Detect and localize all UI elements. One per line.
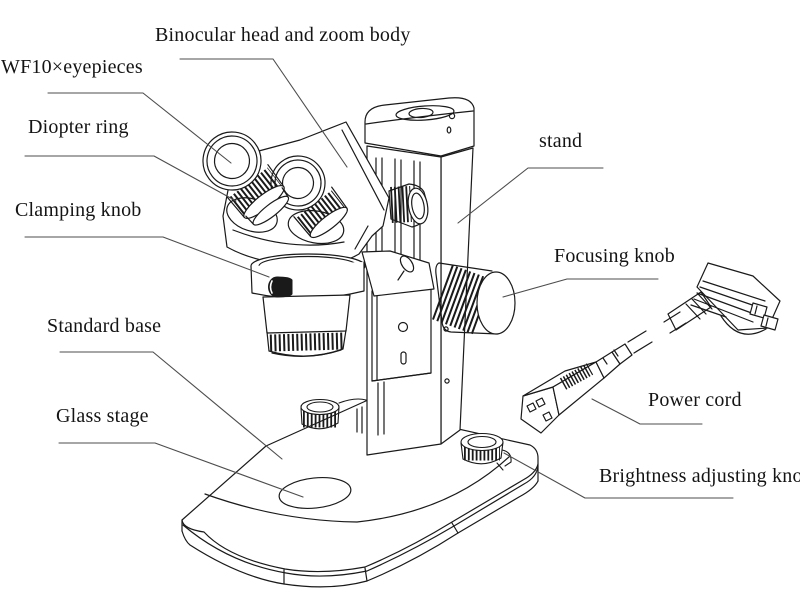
label-stand: stand [539, 130, 583, 152]
brightness-knob-drawing [460, 432, 512, 471]
leader-clamping-knob [24, 236, 270, 278]
leader-wf10-eyepieces [47, 92, 232, 164]
standard-base-drawing [181, 399, 539, 588]
leader-standard-base [59, 351, 283, 460]
leader-binocular-head [179, 58, 348, 168]
power-cord-drawing [520, 262, 781, 434]
clamping-knob-drawing [268, 276, 293, 298]
binocular-head-drawing [222, 121, 429, 357]
leader-brightness-knob [503, 452, 734, 499]
leader-focusing-knob [502, 278, 659, 298]
label-clamping-knob: Clamping knob [15, 199, 142, 221]
label-diopter-ring: Diopter ring [28, 116, 129, 138]
label-binocular-head-and-zoom-body: Binocular head and zoom body [155, 24, 411, 46]
leader-glass-stage [58, 442, 304, 498]
stage-clamp-knob-drawing [300, 398, 367, 430]
label-standard-base: Standard base [47, 315, 162, 337]
leader-diopter-ring [24, 155, 237, 202]
focusing-knob-drawing [432, 262, 516, 335]
label-focusing-knob: Focusing knob [554, 245, 675, 267]
leader-lines [24, 58, 734, 499]
leader-power-cord [591, 398, 703, 425]
label-wf10-eyepieces: WF10×eyepieces [1, 56, 143, 78]
label-brightness-adjusting-knob: Brightness adjusting knob [599, 465, 800, 487]
leader-stand [457, 167, 604, 224]
label-power-cord: Power cord [648, 389, 742, 411]
label-glass-stage: Glass stage [56, 405, 149, 427]
head-holder-drawing [361, 250, 435, 297]
eyepiece-left-drawing [202, 131, 290, 226]
